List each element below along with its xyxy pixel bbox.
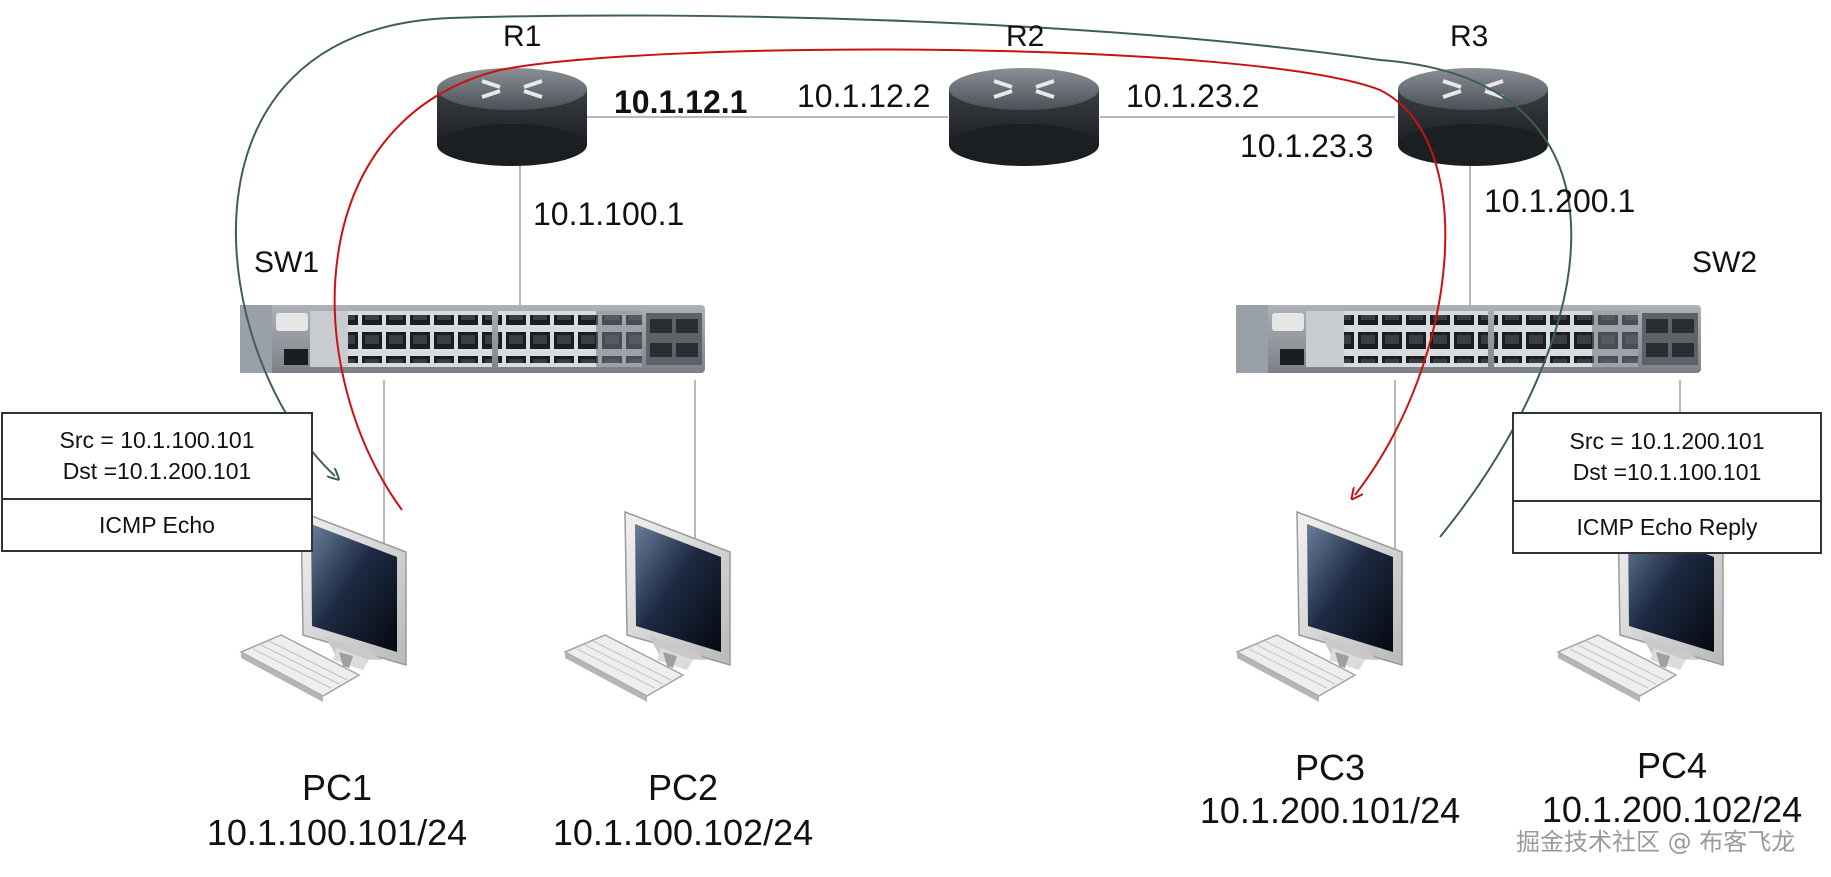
r1-ip-lan: 10.1.100.1 — [533, 196, 685, 232]
pc1-ip: 10.1.100.101/24 — [206, 812, 468, 853]
echo-packet-box: Src = 10.1.100.101 Dst =10.1.200.101 ICM… — [1, 412, 313, 552]
router-r3 — [1396, 66, 1550, 168]
router-r2 — [947, 66, 1101, 168]
pc2-computer — [564, 511, 731, 703]
r2-ip-link-r3: 10.1.23.2 — [1126, 78, 1260, 114]
pc3-ip: 10.1.200.101/24 — [1199, 790, 1461, 831]
switch-sw2 — [1236, 305, 1701, 373]
pc2-ip: 10.1.100.102/24 — [552, 812, 814, 853]
echo-packet-header: Src = 10.1.100.101 Dst =10.1.200.101 — [3, 414, 311, 500]
reply-packet-dst: Dst =10.1.100.101 — [1572, 459, 1762, 485]
switch-sw1-name: SW1 — [254, 246, 320, 279]
router-r1 — [435, 66, 589, 168]
reply-packet-src: Src = 10.1.200.101 — [1569, 427, 1765, 454]
watermark-text: 掘金技术社区 @ 布客飞龙 — [1516, 828, 1796, 856]
reply-packet-type: ICMP Echo Reply — [1576, 514, 1758, 541]
reply-path-arrow — [234, 14, 1573, 538]
router-r3-name: R3 — [1450, 20, 1489, 53]
r3-ip-link-r2: 10.1.23.3 — [1240, 128, 1374, 164]
echo-path-arrow — [333, 48, 1447, 511]
pc4-name: PC4 — [1636, 745, 1708, 786]
echo-packet-type: ICMP Echo — [99, 512, 215, 539]
router-r1-name: R1 — [503, 20, 542, 53]
r1-ip-link-r2: 10.1.12.1 — [614, 84, 748, 120]
pc1-name: PC1 — [301, 767, 373, 808]
pc3-computer — [1236, 511, 1403, 703]
echo-packet-payload: ICMP Echo — [3, 500, 311, 552]
switch-sw2-name: SW2 — [1692, 246, 1758, 279]
router-r2-name: R2 — [1006, 20, 1045, 53]
r3-ip-lan: 10.1.200.1 — [1484, 183, 1636, 219]
pc3-name: PC3 — [1294, 747, 1366, 788]
r2-ip-link-r1: 10.1.12.2 — [797, 78, 931, 114]
pc4-ip: 10.1.200.102/24 — [1541, 789, 1803, 830]
pc2-name: PC2 — [647, 767, 719, 808]
echo-packet-dst: Dst =10.1.200.101 — [62, 458, 252, 484]
echo-packet-src: Src = 10.1.100.101 — [59, 426, 255, 453]
reply-packet-header: Src = 10.1.200.101 Dst =10.1.100.101 — [1514, 414, 1820, 502]
reply-packet-box: Src = 10.1.200.101 Dst =10.1.100.101 ICM… — [1512, 412, 1822, 554]
switch-sw1 — [240, 305, 705, 373]
reply-packet-payload: ICMP Echo Reply — [1514, 502, 1820, 554]
